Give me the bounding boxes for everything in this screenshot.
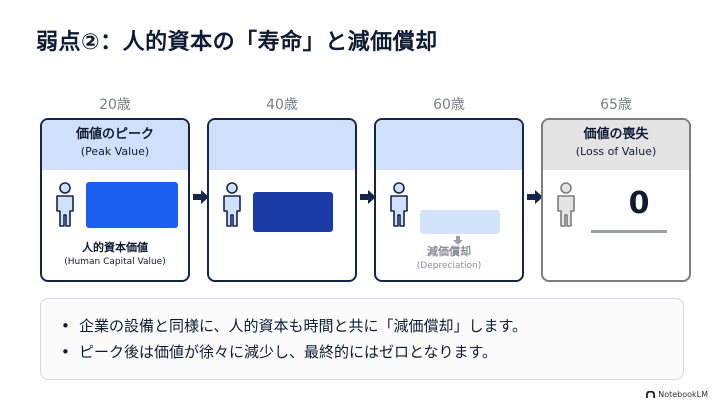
arrow-right-icon bbox=[527, 190, 543, 204]
human-capital-label: 人的資本価値 (Human Capital Value) bbox=[42, 240, 188, 269]
arrow-right-icon bbox=[360, 190, 376, 204]
notebooklm-logo-icon bbox=[646, 391, 656, 398]
arrow-down-icon bbox=[453, 236, 463, 245]
stage-card-40 bbox=[207, 118, 357, 282]
human-capital-label-sub: (Human Capital Value) bbox=[64, 257, 166, 267]
age-label-65: 65歳 bbox=[600, 97, 632, 113]
age-label-60: 60歳 bbox=[433, 97, 465, 113]
brand-name: NotebookLM bbox=[658, 390, 708, 399]
card-header-title: 価値の喪失 bbox=[583, 127, 649, 142]
zero-baseline bbox=[591, 230, 667, 233]
bullet-dot: • bbox=[61, 343, 70, 361]
value-bar-peak bbox=[86, 182, 178, 228]
age-label-20: 20歳 bbox=[99, 97, 131, 113]
value-bar-40 bbox=[253, 192, 333, 232]
bullet-item: • 企業の設備と同様に、人的資本も時間と共に「減価償却」します。 bbox=[61, 313, 683, 339]
card-header: 価値の喪失 (Loss of Value) bbox=[543, 120, 689, 170]
age-label-40: 40歳 bbox=[266, 97, 298, 113]
stage-card-60: 減価償却 (Depreciation) bbox=[374, 118, 524, 282]
stage-card-peak: 価値のピーク (Peak Value) 人的資本価値 (Human Capita… bbox=[40, 118, 190, 282]
bullet-dot: • bbox=[61, 317, 70, 335]
card-header-subtitle: (Loss of Value) bbox=[575, 145, 657, 158]
bullet-item: • ピーク後は価値が徐々に減少し、最終的にはゼロとなります。 bbox=[61, 339, 683, 365]
bullet-text: 企業の設備と同様に、人的資本も時間と共に「減価償却」します。 bbox=[79, 317, 528, 335]
stage-card-loss: 価値の喪失 (Loss of Value) 0 bbox=[541, 118, 691, 282]
slide-title: 弱点②：人的資本の「寿命」と減価償却 bbox=[36, 30, 438, 55]
card-header-title: 価値のピーク bbox=[75, 127, 154, 142]
person-icon bbox=[390, 182, 408, 227]
person-icon-grey bbox=[557, 182, 575, 227]
depreciation-label-sub: (Depreciation) bbox=[416, 261, 482, 271]
brand-watermark: NotebookLM bbox=[646, 390, 708, 399]
person-icon bbox=[223, 182, 241, 227]
bullet-text: ピーク後は価値が徐々に減少し、最終的にはゼロとなります。 bbox=[79, 343, 498, 361]
human-capital-label-main: 人的資本価値 bbox=[82, 241, 148, 254]
card-header bbox=[376, 120, 522, 170]
card-header-subtitle: (Peak Value) bbox=[80, 145, 150, 158]
depreciation-label-main: 減価償却 bbox=[427, 245, 471, 258]
person-icon bbox=[56, 182, 74, 227]
card-header: 価値のピーク (Peak Value) bbox=[42, 120, 188, 170]
summary-callout: • 企業の設備と同様に、人的資本も時間と共に「減価償却」します。 • ピーク後は価値… bbox=[40, 298, 684, 380]
zero-value: 0 bbox=[628, 186, 650, 221]
depreciation-label: 減価償却 (Depreciation) bbox=[376, 244, 522, 273]
arrow-right-icon bbox=[193, 190, 209, 204]
value-bar-60 bbox=[420, 210, 500, 234]
card-header bbox=[209, 120, 355, 170]
